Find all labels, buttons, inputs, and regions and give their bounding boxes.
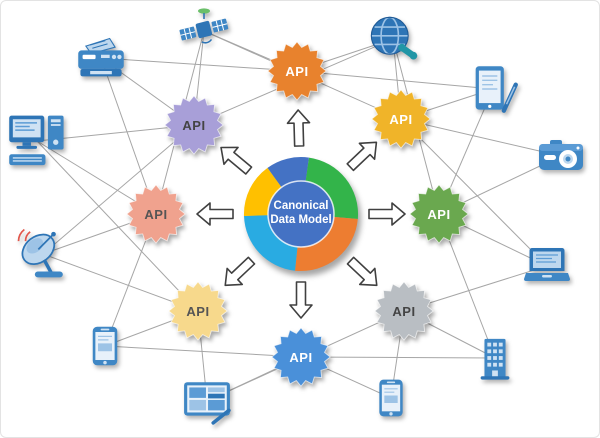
api-badge-upper-right: API [369, 87, 433, 151]
starburst-seal-icon [271, 327, 331, 387]
connection-line [296, 70, 494, 90]
smartphone-right-icon [371, 370, 411, 426]
globe-phone-icon [365, 13, 421, 65]
desktop-computer-icon [5, 112, 69, 170]
api-badge-label: API [144, 206, 168, 222]
api-badge-bottom: API [269, 325, 333, 389]
api-badge-label: API [182, 117, 206, 133]
api-badge-label: API [392, 303, 416, 319]
radial-arrows [196, 109, 406, 319]
connection-line [36, 140, 199, 312]
connection-line [400, 118, 548, 267]
arrow-api-lower-left [224, 256, 256, 287]
center-label: Canonical Data Model [270, 200, 332, 226]
pie-inner-circle [267, 180, 335, 248]
starburst-seal-icon [371, 89, 431, 149]
arrow-api-upper-left [220, 146, 253, 175]
printer-fax-icon [69, 32, 133, 84]
starburst-seal-icon [168, 281, 228, 341]
kiosk-tablet-icon [177, 376, 237, 426]
satellite-icon [171, 7, 237, 55]
connection-line [400, 118, 562, 157]
starburst-seal-icon [164, 95, 224, 155]
arrow-api-top [286, 109, 311, 147]
building-icon [472, 330, 518, 386]
api-badge-label: API [285, 63, 309, 79]
satellite-dish-icon [14, 226, 72, 282]
api-badge-lower-right: API [372, 279, 436, 343]
starburst-seal-icon [267, 41, 327, 101]
api-badge-label: API [389, 111, 413, 127]
api-badge-label: API [427, 206, 451, 222]
arrow-api-lower-right [346, 256, 378, 287]
connection-line [42, 124, 195, 255]
api-badge-upper-left: API [162, 93, 226, 157]
api-badge-lower-left: API [166, 279, 230, 343]
arrow-api-bottom [289, 281, 313, 319]
starburst-seal-icon [409, 184, 469, 244]
tablet-pen-icon [467, 60, 519, 118]
starburst-seal-icon [126, 184, 186, 244]
laptop-icon [517, 242, 577, 290]
arrow-api-right [368, 202, 406, 226]
starburst-seal-icon [374, 281, 434, 341]
api-badge-label: API [186, 303, 210, 319]
connection-line [100, 57, 298, 72]
api-badge-label: API [289, 349, 313, 365]
connection-line [300, 356, 496, 359]
smartphone-left-icon [84, 317, 126, 375]
api-badge-right: API [407, 182, 471, 246]
arrow-api-upper-right [346, 141, 378, 172]
api-badge-left: API [124, 182, 188, 246]
arrow-api-left [196, 202, 234, 226]
api-badge-top: API [265, 39, 329, 103]
canonical-data-model-pie [243, 157, 359, 272]
camera-icon [532, 132, 590, 180]
connection-line [104, 345, 302, 358]
